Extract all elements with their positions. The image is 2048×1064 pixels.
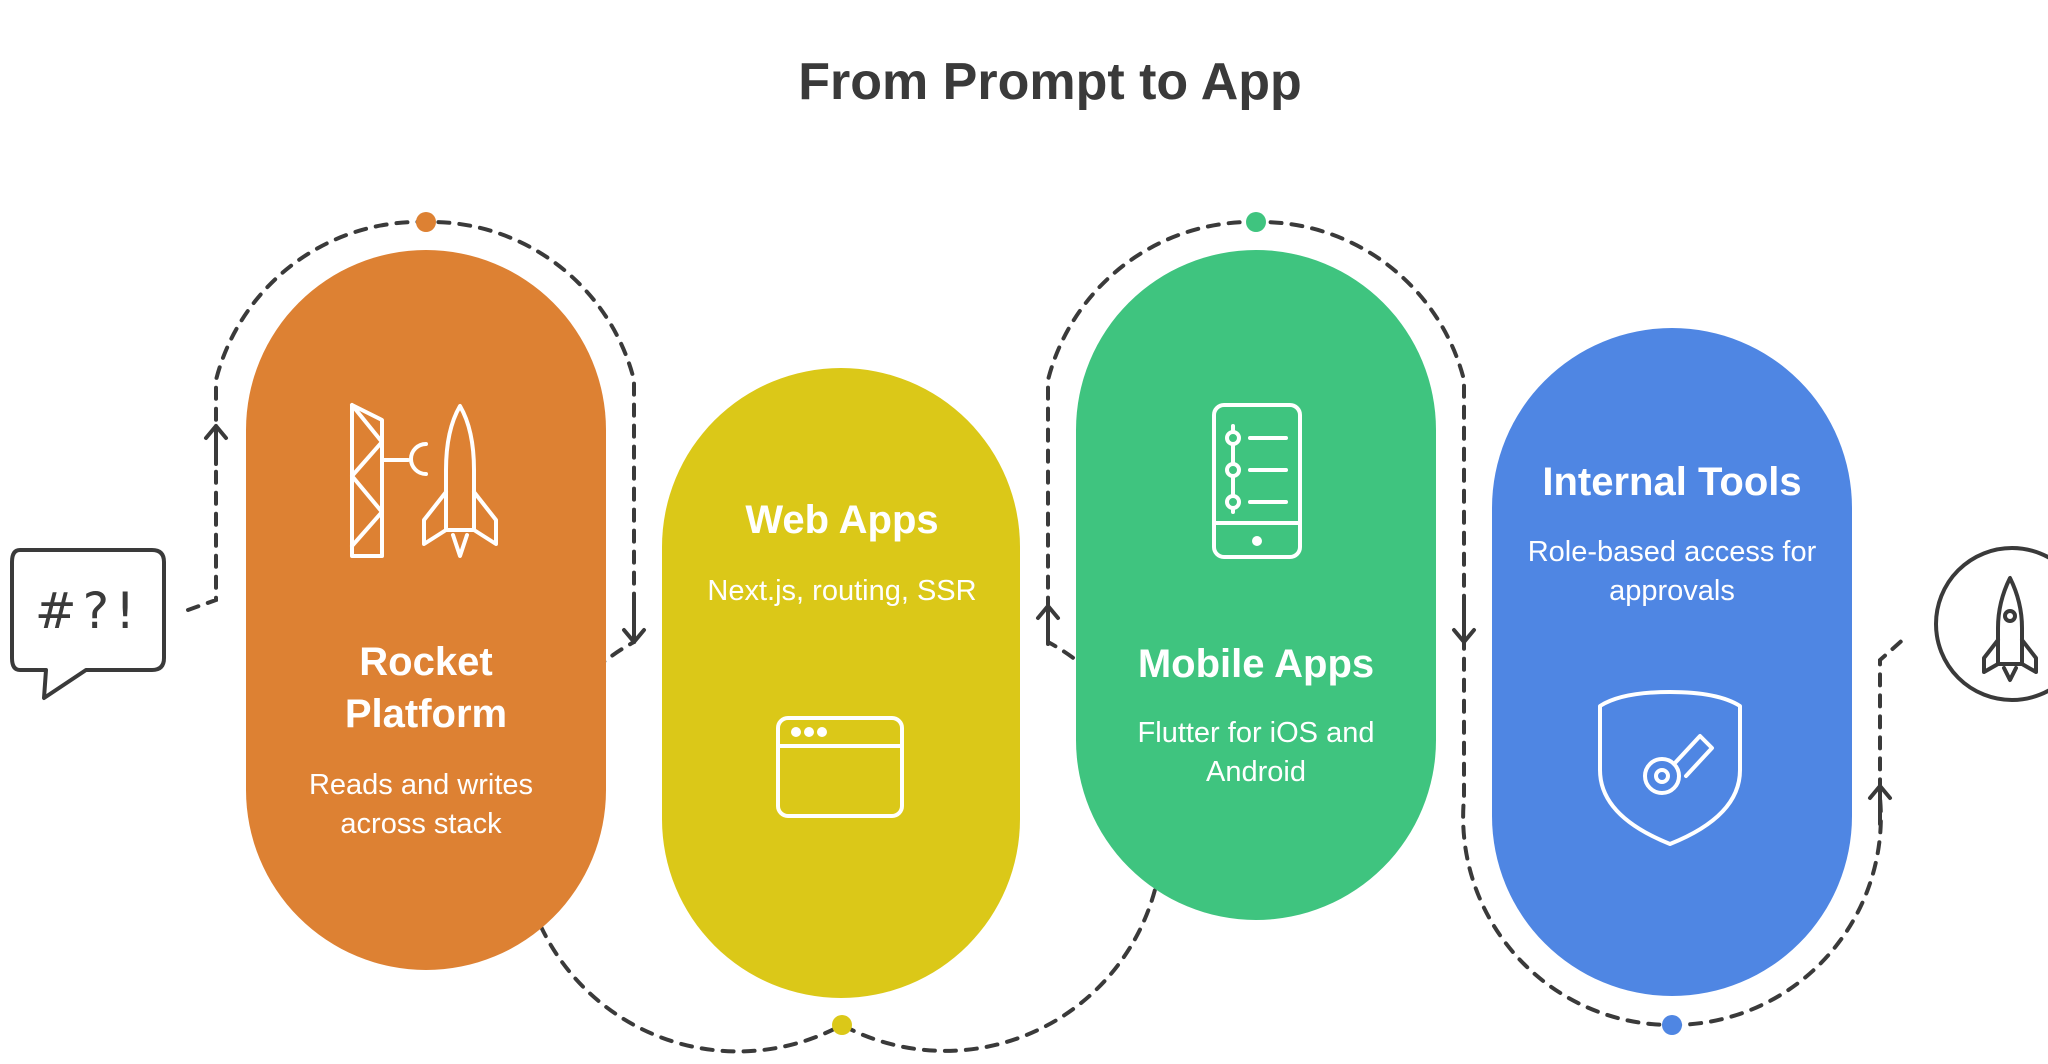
arrow-up-icon bbox=[1036, 604, 1060, 646]
shield-key-icon bbox=[1598, 690, 1742, 846]
browser-window-icon bbox=[776, 716, 904, 818]
diagram-title: From Prompt to App bbox=[798, 53, 1302, 111]
step-card-internal-tools bbox=[1492, 328, 1852, 996]
step-card-rocket-platform bbox=[246, 250, 606, 970]
arrow-up-icon bbox=[204, 424, 228, 466]
step-description-mobile-apps: Flutter for iOS and Android bbox=[1137, 717, 1375, 788]
launch-tower-rocket-icon bbox=[350, 403, 498, 558]
arrow-down-icon bbox=[1452, 602, 1476, 644]
dashed-connector bbox=[186, 219, 1908, 1054]
arrow-up-icon bbox=[1868, 784, 1892, 826]
speech-bubble-text: #?! bbox=[35, 582, 141, 640]
step-description-rocket-platform: Reads and writes across stack bbox=[308, 769, 534, 840]
arrow-down-icon bbox=[622, 602, 646, 644]
step-card-web-apps bbox=[662, 368, 1020, 998]
speech-bubble-icon: #?! bbox=[10, 548, 166, 700]
step-card-mobile-apps bbox=[1076, 250, 1436, 920]
connector-dot bbox=[1246, 212, 1266, 232]
step-description-internal-tools: Role-based access for approvals bbox=[1527, 536, 1817, 607]
rocket-circle-icon bbox=[1934, 546, 2048, 702]
connector-dot bbox=[1662, 1015, 1682, 1035]
connector-dot bbox=[416, 212, 436, 232]
mobile-phone-icon bbox=[1212, 403, 1302, 559]
connector-dot bbox=[832, 1015, 852, 1035]
step-title-internal-tools: Internal Tools bbox=[1542, 460, 1802, 504]
step-title-mobile-apps: Mobile Apps bbox=[1137, 642, 1375, 686]
step-title-rocket-platform: Rocket Platform bbox=[344, 640, 508, 736]
step-title-web-apps: Web Apps bbox=[745, 498, 939, 542]
step-description-web-apps: Next.js, routing, SSR bbox=[707, 575, 977, 607]
